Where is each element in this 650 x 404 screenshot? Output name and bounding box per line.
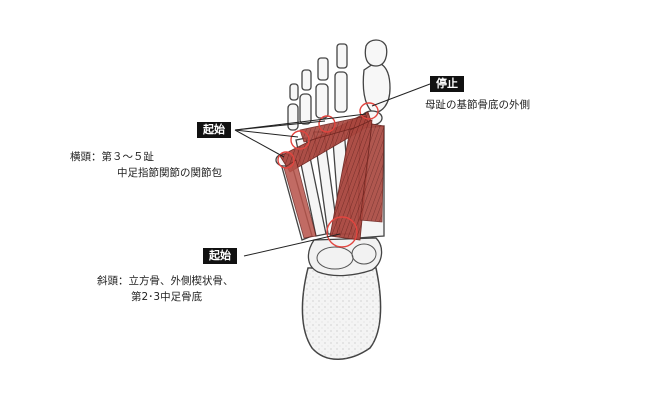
leader-lines xyxy=(234,83,431,257)
transverse-origin-line1: 横頭：第３～５趾 xyxy=(70,151,154,163)
insertion-tag: 停止 xyxy=(430,76,464,92)
oblique-origin-line1: 斜頭：立方骨、外側楔状骨、 xyxy=(97,275,234,287)
transverse-origin-tag: 起始 xyxy=(197,122,231,138)
hindfoot-bones xyxy=(301,237,383,360)
marker-circles xyxy=(277,102,379,248)
oblique-origin-tag: 起始 xyxy=(203,248,237,264)
adductor-muscle xyxy=(279,111,385,241)
transverse-origin-line2: 中足指節関節の関節包 xyxy=(117,167,222,179)
insertion-text: 母趾の基節骨底の外側 xyxy=(425,99,530,111)
oblique-origin-line2: 第2･3中足骨底 xyxy=(131,291,203,303)
